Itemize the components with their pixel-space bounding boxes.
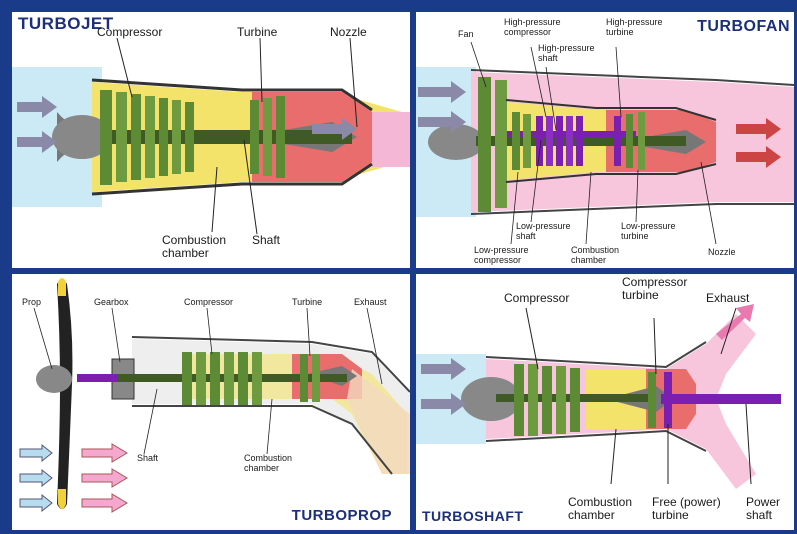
turbojet-shaft-label: Shaft <box>252 234 280 247</box>
turboshaft-power-shaft-label: Power shaft <box>746 496 780 522</box>
turbojet-diagram <box>12 12 410 268</box>
turbofan-nozzle-label: Nozzle <box>708 248 736 258</box>
turboprop-title: TURBOPROP <box>292 507 392 524</box>
turboshaft-combustion-label: Combustion chamber <box>568 496 632 522</box>
turboshaft-compressor-label: Compressor <box>504 292 569 305</box>
turbofan-lp-shaft-label: Low-pressure shaft <box>516 222 571 242</box>
turboprop-exhaust-label: Exhaust <box>354 298 387 308</box>
turboshaft-compressor-turbine-label: Compressor turbine <box>622 276 687 302</box>
turboprop-gearbox-label: Gearbox <box>94 298 129 308</box>
turboshaft-diagram <box>416 274 794 530</box>
turboprop-panel: Prop Gearbox Compressor Turbine Exhaust … <box>12 274 410 530</box>
turbofan-combustion-label: Combustion chamber <box>571 246 619 266</box>
turboprop-turbine-label: Turbine <box>292 298 322 308</box>
turbofan-hp-shaft-label: High-pressure shaft <box>538 44 595 64</box>
turboprop-prop-label: Prop <box>22 298 41 308</box>
turbojet-panel: TURBOJET Compressor Turbine Nozzle Combu… <box>12 12 410 268</box>
turbofan-turbine-blades <box>614 112 645 170</box>
turbofan-lp-turbine-label: Low-pressure turbine <box>621 222 676 242</box>
turbojet-turbine-blades <box>250 96 285 178</box>
turbojet-compressor-label: Compressor <box>97 26 162 39</box>
turboprop-shaft-label: Shaft <box>137 454 158 464</box>
turbojet-combustion-label: Combustion chamber <box>162 234 226 260</box>
turboshaft-panel: Compressor Compressor turbine Exhaust Co… <box>416 274 794 530</box>
turboshaft-compressor-blades <box>514 364 580 436</box>
turbojet-turbine-label: Turbine <box>237 26 277 39</box>
turboprop-diagram <box>12 274 410 530</box>
turboprop-compressor-label: Compressor <box>184 298 233 308</box>
turbofan-panel: TURBOFAN Fan High-pressure compressor Hi… <box>416 12 794 268</box>
turbojet-nozzle-label: Nozzle <box>330 26 367 39</box>
turbofan-title: TURBOFAN <box>697 18 790 36</box>
turboshaft-title: TURBOSHAFT <box>422 508 523 524</box>
turbofan-lp-compressor-label: Low-pressure compressor <box>474 246 529 266</box>
turbofan-diagram <box>416 12 794 268</box>
turboprop-combustion-label: Combustion chamber <box>244 454 292 474</box>
turbofan-fan-label: Fan <box>458 30 474 40</box>
turboshaft-free-turbine-label: Free (power) turbine <box>652 496 721 522</box>
turbofan-hp-compressor-label: High-pressure compressor <box>504 18 561 38</box>
turboshaft-exhaust-label: Exhaust <box>706 292 749 305</box>
turbofan-hp-turbine-label: High-pressure turbine <box>606 18 663 38</box>
